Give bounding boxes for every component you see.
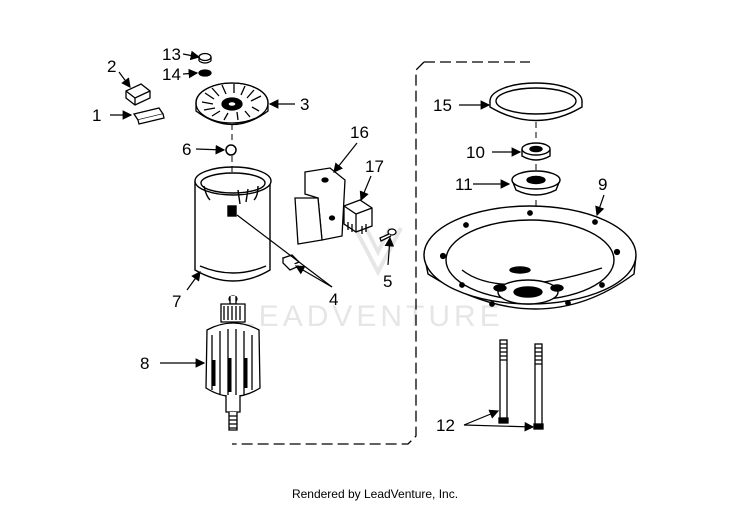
label-part-14: 14 <box>162 65 181 84</box>
part-bushing <box>511 170 561 196</box>
watermark-text: LEADVENTURE <box>238 300 504 333</box>
part-bearing-10 <box>521 142 551 161</box>
label-part-4: 4 <box>329 290 338 309</box>
label-part-1: 1 <box>92 106 101 125</box>
part-brush-holder <box>132 107 165 125</box>
watermark: LEADVENTURE <box>238 227 504 333</box>
part-mounting-flange <box>423 205 637 310</box>
axis-dashes <box>231 122 537 275</box>
part-bracket <box>294 167 346 245</box>
part-end-cap <box>195 82 269 126</box>
part-motor-housing <box>194 166 272 282</box>
part-through-bolts <box>498 339 544 430</box>
group-bracket <box>232 61 530 445</box>
label-part-16: 16 <box>350 123 369 142</box>
part-brush <box>125 83 151 106</box>
leader-lines <box>110 50 605 432</box>
label-part-7: 7 <box>172 292 181 311</box>
part-clip <box>281 254 301 271</box>
label-part-6: 6 <box>182 140 191 159</box>
part-nut-washer <box>198 52 212 77</box>
label-part-17: 17 <box>365 157 384 176</box>
callout-labels: 1 2 3 4 5 6 7 8 9 10 11 12 13 14 15 16 1… <box>92 45 607 435</box>
part-seal-ring <box>489 82 583 122</box>
label-part-15: 15 <box>433 96 452 115</box>
part-armature <box>205 295 261 431</box>
label-part-11: 11 <box>455 175 473 194</box>
footer-credit: Rendered by LeadVenture, Inc. <box>291 487 459 501</box>
label-part-3: 3 <box>300 95 309 114</box>
label-part-12: 12 <box>436 416 455 435</box>
label-part-10: 10 <box>466 143 485 162</box>
label-part-8: 8 <box>140 354 149 373</box>
part-bearing <box>225 144 237 156</box>
label-part-2: 2 <box>107 57 116 76</box>
label-part-5: 5 <box>383 272 392 291</box>
label-part-13: 13 <box>162 45 181 64</box>
label-part-9: 9 <box>598 175 607 194</box>
